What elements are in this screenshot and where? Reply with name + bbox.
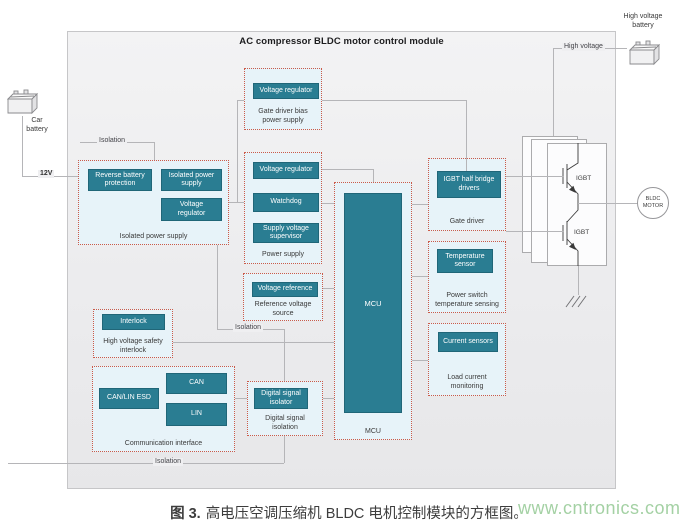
block-lin: LIN (166, 403, 227, 426)
line-barrier-h2 (8, 463, 284, 464)
hv-battery-icon (628, 40, 661, 66)
block-igbt-half-bridge-drivers: IGBT half bridge drivers (437, 171, 501, 198)
block-reverse-battery-protection: Reverse battery protection (88, 169, 152, 191)
isolation-bottom-label: Isolation (153, 458, 184, 467)
line-hv-drop (553, 48, 554, 136)
igbt-top-label: IGBT (576, 175, 592, 182)
line-ps-down (373, 169, 374, 183)
watermark: www.cntronics.com (518, 495, 698, 522)
line-vref-mcu (323, 288, 334, 289)
block-watchdog: Watchdog (253, 193, 319, 212)
line-mcu-tempsense (412, 276, 428, 277)
line-ground (578, 266, 579, 295)
group-gate-driver-bias: Gate driver bias power supply (244, 68, 322, 130)
caption-text: 高电压空调压缩机 BLDC 电机控制模块的方框图。 (205, 506, 528, 522)
group-label: Isolated power supply (119, 232, 188, 240)
figure-caption: 图 3.高电压空调压缩机 BLDC 电机控制模块的方框图。 (0, 502, 698, 523)
block-can-lin-esd: CAN/LIN ESD (99, 388, 159, 409)
group-label: Gate driver (449, 217, 485, 225)
group-label: Power supply (261, 250, 305, 258)
line-phase-motor (578, 203, 638, 204)
line-to-bias (237, 100, 245, 101)
line-ips-to-ps (229, 202, 244, 203)
line-barrier-v1 (217, 245, 218, 329)
block-interlock: Interlock (102, 314, 165, 330)
block-can: CAN (166, 373, 227, 394)
group-label: Digital signal isolation (265, 414, 305, 431)
block-supply-voltage-supervisor: Supply voltage supervisor (253, 223, 319, 243)
group-label: Load current monitoring (447, 373, 487, 390)
block-voltage-regulator-bias: Voltage regulator (253, 83, 319, 99)
line-gate-bottom (506, 231, 564, 232)
line-gate-top (506, 176, 564, 177)
line-bias-down (466, 100, 467, 171)
line-comm-digisol (235, 398, 247, 399)
line-digisol-mcu (323, 398, 334, 399)
block-mcu: MCU (344, 193, 402, 413)
block-temperature-sensor: Temperature sensor (437, 249, 493, 273)
line-interlock-mcu (173, 342, 334, 343)
line-mcu-gatedriver (412, 204, 428, 205)
bldc-motor: BLDC MOTOR (637, 187, 669, 219)
12v-label: 12V (38, 170, 55, 179)
car-battery-icon (6, 89, 39, 115)
line-riser (237, 100, 238, 203)
group-reference-voltage: Reference voltage source (243, 273, 323, 321)
group-label: MCU (365, 427, 381, 435)
line-mcu-current (412, 360, 428, 361)
caption-number: 图 3. (170, 506, 201, 522)
group-label: Power switch temperature sensing (435, 291, 499, 308)
group-label: Gate driver bias power supply (258, 107, 308, 124)
ground-icon (565, 295, 587, 308)
group-label: Reference voltage source (254, 300, 312, 317)
isolation-top-label: Isolation (97, 137, 128, 146)
line-bias-out (322, 100, 466, 101)
block-current-sensors: Current sensors (438, 332, 498, 352)
group-label: High voltage safety interlock (103, 337, 163, 354)
igbt-schematic (562, 143, 579, 266)
block-voltage-regulator-ps: Voltage regulator (253, 162, 319, 179)
block-voltage-regulator-isolated: Voltage regulator (161, 198, 222, 221)
block-digital-signal-isolator: Digital signal isolator (254, 388, 308, 409)
line-watchdog-mcu (322, 203, 334, 204)
block-isolated-power-supply: Isolated power supply (161, 169, 222, 191)
hv-battery-label: High voltage battery (623, 13, 663, 30)
diagram-title: AC compressor BLDC motor control module (239, 36, 444, 47)
igbt-bottom-label: IGBT (574, 229, 590, 236)
block-voltage-reference: Voltage reference (252, 282, 318, 297)
isolation-mid-label: Isolation (233, 324, 264, 333)
line-car-battery (22, 116, 23, 176)
line-ps-out (319, 169, 373, 170)
line-isolation-top-drop (154, 142, 155, 160)
group-label: Communication interface (124, 439, 203, 447)
high-voltage-label: High voltage (562, 43, 605, 52)
car-battery-label: Car battery (26, 117, 48, 134)
